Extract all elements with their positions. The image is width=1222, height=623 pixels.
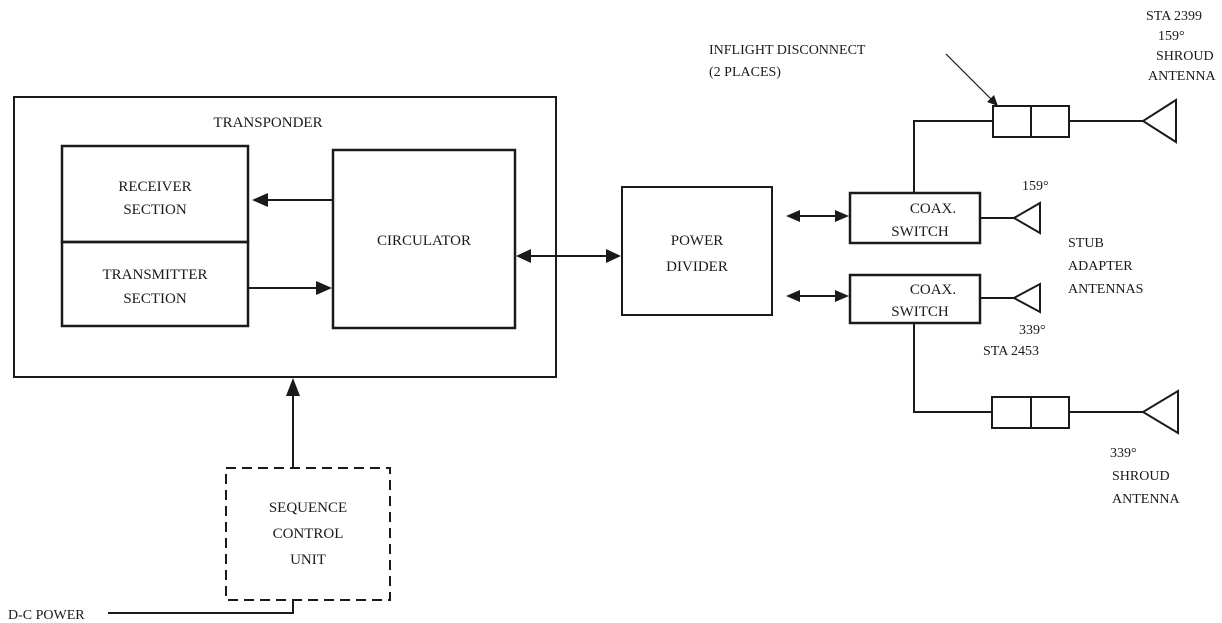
stub-upper-angle: 159°: [1022, 179, 1049, 194]
stub-adapter-label-2: ADAPTER: [1068, 259, 1133, 274]
transmitter-label-1: TRANSMITTER: [103, 267, 208, 283]
inflight-disconnect-upper: [992, 105, 1070, 138]
stub-adapter-label-1: STUB: [1068, 236, 1104, 251]
inflight-disconnect-label-2: (2 PLACES): [709, 65, 781, 80]
lower-shroud-label-3: ANTENNA: [1112, 492, 1181, 507]
wire-lower-switch-to-disconnect: [913, 323, 992, 413]
circulator-box: [331, 148, 517, 330]
wire-dc-power-to-scu: [108, 600, 294, 614]
receiver-label-2: SECTION: [123, 202, 187, 218]
lower-shroud-label-1: 339°: [1110, 446, 1137, 461]
power-divider-label-1: POWER: [671, 233, 724, 249]
inflight-disconnect-lower: [991, 396, 1070, 429]
upper-shroud-label-4: ANTENNA: [1148, 69, 1217, 84]
power-divider-label-2: DIVIDER: [666, 259, 728, 275]
coax-switch-lower-label-1: COAX.: [910, 282, 956, 298]
arrow-divider-lower-switch: [786, 290, 849, 302]
stub-lower-angle: 339°: [1019, 323, 1046, 338]
arrow-scu-to-transponder: [286, 378, 300, 468]
stub-lower-station: STA 2453: [983, 344, 1039, 359]
scu-label-3: UNIT: [290, 552, 326, 568]
upper-shroud-label-3: SHROUD: [1156, 49, 1214, 64]
coax-switch-lower-label-2: SWITCH: [891, 304, 949, 320]
arrow-circulator-to-receiver: [252, 193, 333, 207]
circulator-label: CIRCULATOR: [377, 233, 471, 249]
arrow-circulator-power-divider: [516, 249, 621, 263]
scu-label-2: CONTROL: [273, 526, 344, 542]
transponder-box: [13, 96, 557, 378]
upper-shroud-label-2: 159°: [1158, 29, 1185, 44]
arrow-divider-upper-switch: [786, 210, 849, 222]
scu-label-1: SEQUENCE: [269, 500, 347, 516]
dc-power-label: D-C POWER: [8, 608, 85, 623]
arrow-transmitter-to-circulator: [248, 281, 332, 295]
lower-stub-antenna-icon: [1011, 282, 1041, 314]
sequence-control-unit-box: [225, 467, 391, 601]
upper-shroud-label-1: STA 2399: [1146, 9, 1202, 24]
receiver-label-1: RECEIVER: [118, 179, 191, 195]
power-divider-box: [621, 186, 773, 316]
stub-adapter-label-3: ANTENNAS: [1068, 282, 1143, 297]
wire-upper-switch-to-disconnect: [913, 120, 993, 193]
transmitter-section-box: [60, 240, 250, 328]
upper-stub-antenna-icon: [1011, 201, 1041, 235]
transponder-title: TRANSPONDER: [213, 115, 322, 131]
lower-shroud-label-2: SHROUD: [1112, 469, 1170, 484]
lower-shroud-antenna-icon: [1141, 389, 1179, 435]
upper-shroud-antenna-icon: [1141, 98, 1177, 144]
inflight-disconnect-label-1: INFLIGHT DISCONNECT: [709, 43, 866, 58]
coax-switch-upper-label-2: SWITCH: [891, 224, 949, 240]
inflight-disconnect-leader: [945, 53, 998, 106]
coax-switch-upper-label-1: COAX.: [910, 201, 956, 217]
transmitter-label-2: SECTION: [123, 291, 187, 307]
